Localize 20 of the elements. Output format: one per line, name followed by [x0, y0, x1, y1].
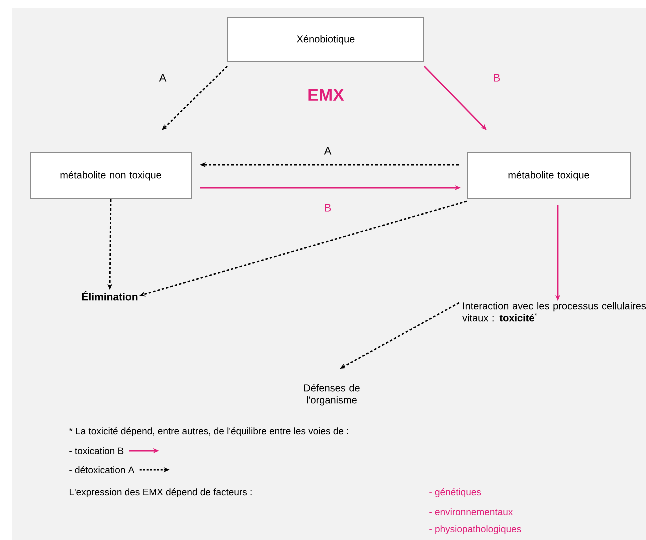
edge-label: A — [324, 147, 332, 155]
legend-text: - détoxication A — [70, 466, 135, 474]
factor-text: - génétiques — [430, 488, 482, 498]
edge-label: B — [325, 204, 332, 212]
arrow — [424, 66, 487, 130]
node-text: Défenses de l'organisme — [304, 384, 360, 406]
title-text: EMX — [308, 89, 344, 101]
process-box: métabolite non toxique — [30, 152, 192, 200]
node-text: Élimination — [82, 291, 138, 301]
edge-label: B — [494, 74, 500, 82]
arrow — [162, 66, 228, 130]
process-box: métabolite toxique — [467, 152, 631, 200]
process-box: Xénobiotique — [228, 18, 424, 62]
note-text: * La toxicité dépend, entre autres, de l'équilibre entre les voies de : — [69, 428, 348, 436]
factor-text: - environnementaux — [430, 508, 514, 516]
factor-text: - physiopathologiques — [430, 526, 522, 534]
node-text: Interaction avec les processus cellulaires vitaux : toxicité$^{*}$ — [462, 302, 646, 322]
edge-label: A — [159, 74, 167, 82]
note-text: L'expression des EMX dépend de facteurs : — [70, 488, 252, 498]
legend-text: - toxication B — [70, 448, 124, 454]
